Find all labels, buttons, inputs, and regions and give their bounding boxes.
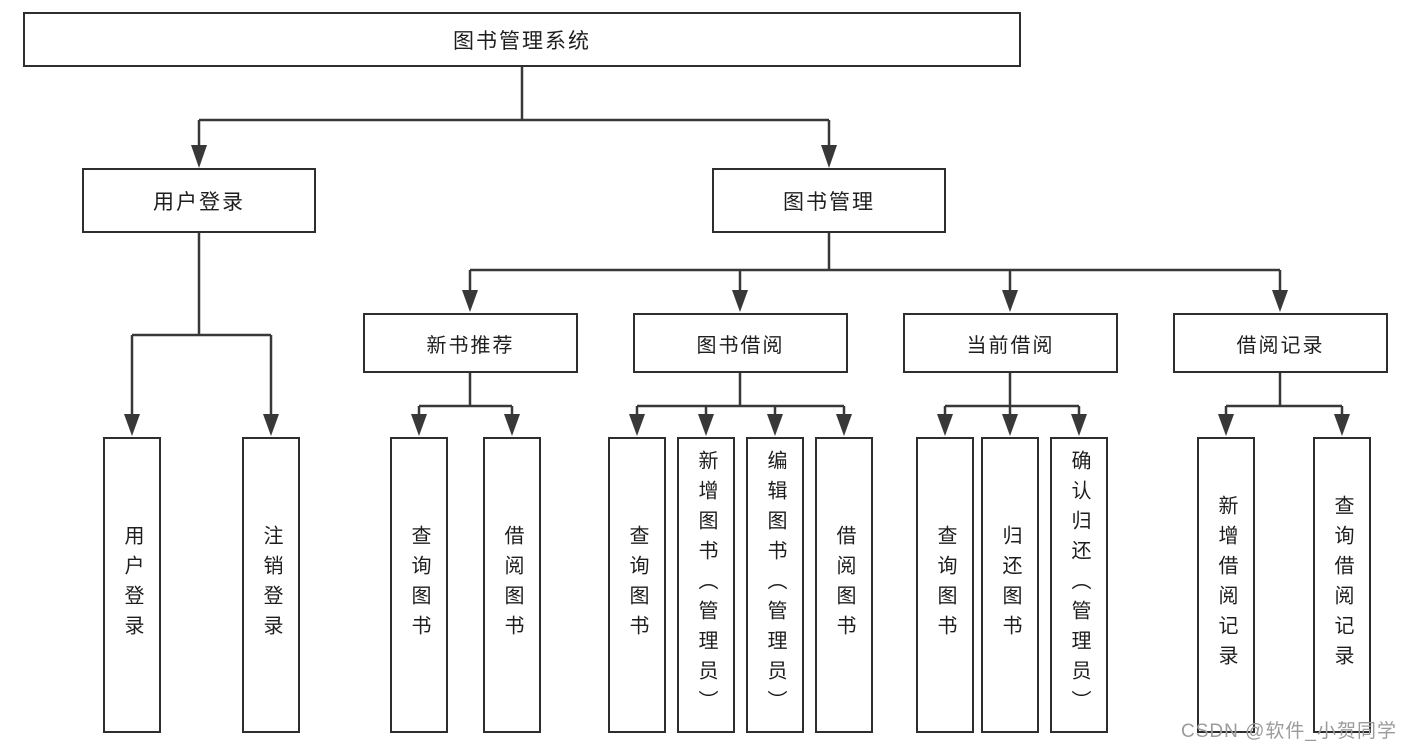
node-book-borrowing: 图书借阅 [633, 313, 848, 373]
leaf-borrow-book: 借阅图书 [815, 437, 873, 733]
leaf-logout-label: 注销登录 [260, 525, 282, 645]
node-book-management: 图书管理 [712, 168, 946, 233]
node-borrowing-records: 借阅记录 [1173, 313, 1388, 373]
leaf-add-borrow-record-label: 新增借阅记录 [1215, 495, 1237, 675]
leaf-add-borrow-record: 新增借阅记录 [1197, 437, 1255, 733]
node-user-login-module-label: 用户登录 [153, 190, 245, 214]
leaf-query-borrow-record: 查询借阅记录 [1313, 437, 1371, 733]
node-new-book-recommend: 新书推荐 [363, 313, 578, 373]
node-book-borrowing-label: 图书借阅 [696, 334, 785, 357]
leaf-edit-book-admin-label: 编辑图书（管理员） [764, 450, 786, 720]
leaf-query-book-recommend: 查询图书 [390, 437, 448, 733]
leaf-confirm-return-admin-label: 确认归还（管理员） [1068, 450, 1090, 720]
csdn-watermark: CSDN @软件_小贺同学 [1181, 721, 1397, 742]
node-current-borrowing-label: 当前借阅 [966, 334, 1055, 357]
leaf-borrow-book-recommend-label: 借阅图书 [501, 525, 523, 645]
arrowheads [124, 145, 1350, 436]
node-new-book-recommend-label: 新书推荐 [426, 334, 515, 357]
node-library-system: 图书管理系统 [23, 12, 1021, 67]
leaf-confirm-return-admin: 确认归还（管理员） [1050, 437, 1108, 733]
leaf-borrow-book-recommend: 借阅图书 [483, 437, 541, 733]
node-book-management-label: 图书管理 [783, 190, 875, 214]
leaf-add-book-admin-label: 新增图书（管理员） [695, 450, 717, 720]
leaf-query-borrow-record-label: 查询借阅记录 [1331, 495, 1353, 675]
node-current-borrowing: 当前借阅 [903, 313, 1118, 373]
node-user-login-module: 用户登录 [82, 168, 316, 233]
node-library-system-label: 图书管理系统 [453, 29, 591, 53]
leaf-edit-book-admin: 编辑图书（管理员） [746, 437, 804, 733]
leaf-query-book-borrow-label: 查询图书 [626, 525, 648, 645]
leaf-borrow-book-label: 借阅图书 [833, 525, 855, 645]
leaf-user-login: 用户登录 [103, 437, 161, 733]
leaf-query-book-current-label: 查询图书 [934, 525, 956, 645]
leaf-return-book: 归还图书 [981, 437, 1039, 733]
leaf-query-book-recommend-label: 查询图书 [408, 525, 430, 645]
leaf-user-login-label: 用户登录 [121, 525, 143, 645]
node-borrowing-records-label: 借阅记录 [1236, 334, 1325, 357]
leaf-query-book-borrow: 查询图书 [608, 437, 666, 733]
leaf-return-book-label: 归还图书 [999, 525, 1021, 645]
leaf-logout: 注销登录 [242, 437, 300, 733]
leaf-query-book-current: 查询图书 [916, 437, 974, 733]
leaf-add-book-admin: 新增图书（管理员） [677, 437, 735, 733]
